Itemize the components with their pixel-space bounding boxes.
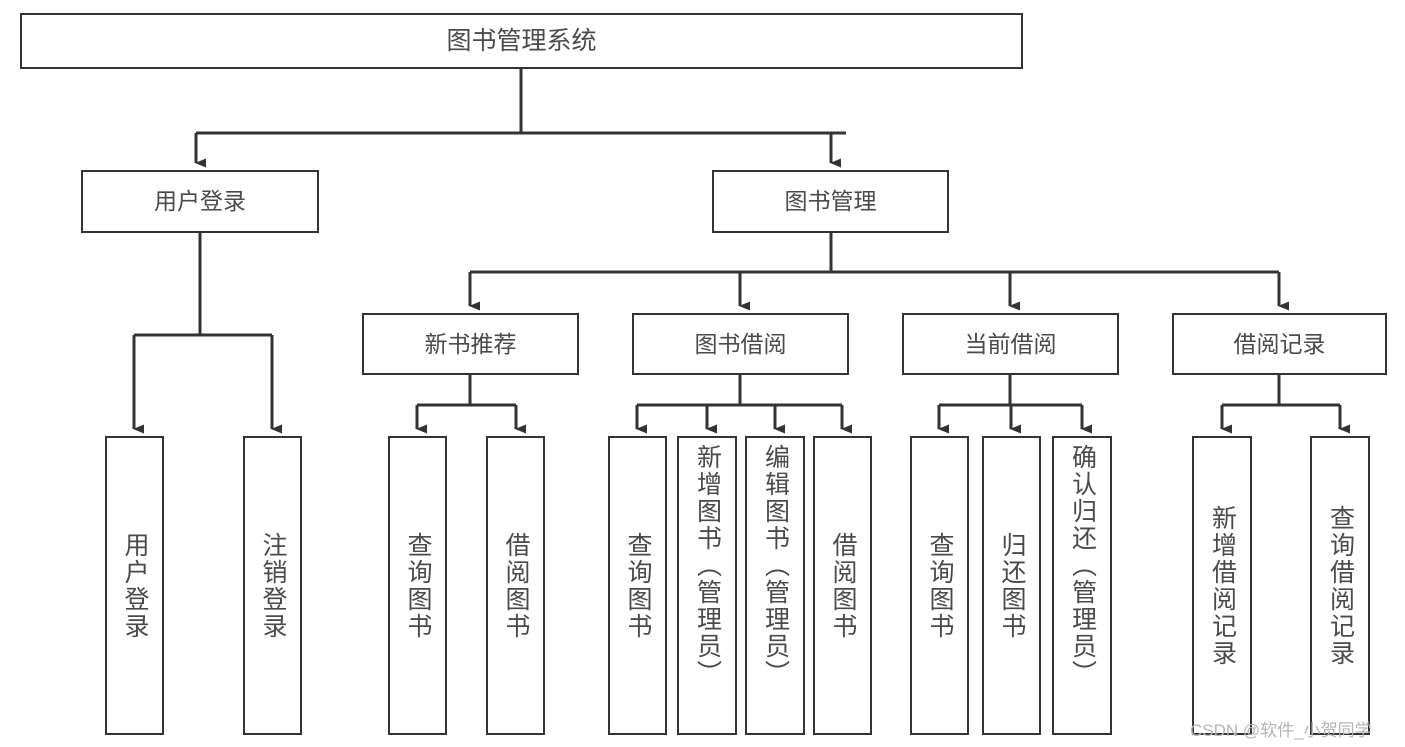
node-leaf-query-borrow-record[interactable]: 查询借阅记录 <box>1310 436 1370 735</box>
node-user-login[interactable]: 用户登录 <box>81 170 319 233</box>
node-leaf-query-book-borrow[interactable]: 查询图书 <box>608 436 667 735</box>
node-borrow-record[interactable]: 借阅记录 <box>1172 313 1387 375</box>
node-current-borrow-label: 当前借阅 <box>964 330 1057 357</box>
node-leaf-query-book-recommend-label: 查询图书 <box>404 531 432 640</box>
node-leaf-add-book[interactable]: 新增图书（管理员） <box>677 436 737 735</box>
node-book-management-label: 图书管理 <box>784 188 877 215</box>
node-leaf-query-book-current-label: 查询图书 <box>926 531 954 640</box>
node-leaf-add-borrow-record[interactable]: 新增借阅记录 <box>1192 436 1252 735</box>
node-borrow-record-label: 借阅记录 <box>1233 330 1326 357</box>
node-user-login-label: 用户登录 <box>154 188 246 215</box>
node-leaf-confirm-return-label: 确认归还（管理员） <box>1068 444 1097 687</box>
node-leaf-borrow-book-recommend-label: 借阅图书 <box>502 531 530 640</box>
node-leaf-add-borrow-record-label: 新增借阅记录 <box>1208 504 1237 667</box>
node-new-book-recommend-label: 新书推荐 <box>424 330 517 357</box>
node-leaf-confirm-return[interactable]: 确认归还（管理员） <box>1052 436 1112 735</box>
node-leaf-user-logout-label: 注销登录 <box>259 531 287 640</box>
node-book-borrow-label: 图书借阅 <box>694 330 787 357</box>
node-leaf-borrow-book[interactable]: 借阅图书 <box>813 436 872 735</box>
node-leaf-query-book-current[interactable]: 查询图书 <box>910 436 969 735</box>
node-leaf-query-borrow-record-label: 查询借阅记录 <box>1326 504 1355 667</box>
node-leaf-borrow-book-label: 借阅图书 <box>829 531 857 640</box>
node-new-book-recommend[interactable]: 新书推荐 <box>362 313 579 375</box>
node-leaf-edit-book-label: 编辑图书（管理员） <box>761 444 790 687</box>
node-root-system[interactable]: 图书管理系统 <box>20 13 1023 69</box>
node-book-borrow[interactable]: 图书借阅 <box>632 313 849 375</box>
node-current-borrow[interactable]: 当前借阅 <box>902 313 1119 375</box>
node-leaf-edit-book[interactable]: 编辑图书（管理员） <box>745 436 805 735</box>
node-leaf-user-login-label: 用户登录 <box>121 531 149 640</box>
node-leaf-return-book-label: 归还图书 <box>998 531 1026 640</box>
node-leaf-query-book-recommend[interactable]: 查询图书 <box>388 436 447 735</box>
node-leaf-user-logout[interactable]: 注销登录 <box>243 436 302 735</box>
node-leaf-return-book[interactable]: 归还图书 <box>982 436 1041 735</box>
node-leaf-user-login[interactable]: 用户登录 <box>105 436 164 735</box>
csdn-watermark: CSDN @软件_小贺同学 <box>1190 721 1372 740</box>
node-leaf-query-book-borrow-label: 查询图书 <box>624 531 652 640</box>
node-root-label: 图书管理系统 <box>446 26 597 55</box>
node-leaf-borrow-book-recommend[interactable]: 借阅图书 <box>486 436 545 735</box>
node-book-management[interactable]: 图书管理 <box>712 170 949 233</box>
node-leaf-add-book-label: 新增图书（管理员） <box>693 444 722 687</box>
